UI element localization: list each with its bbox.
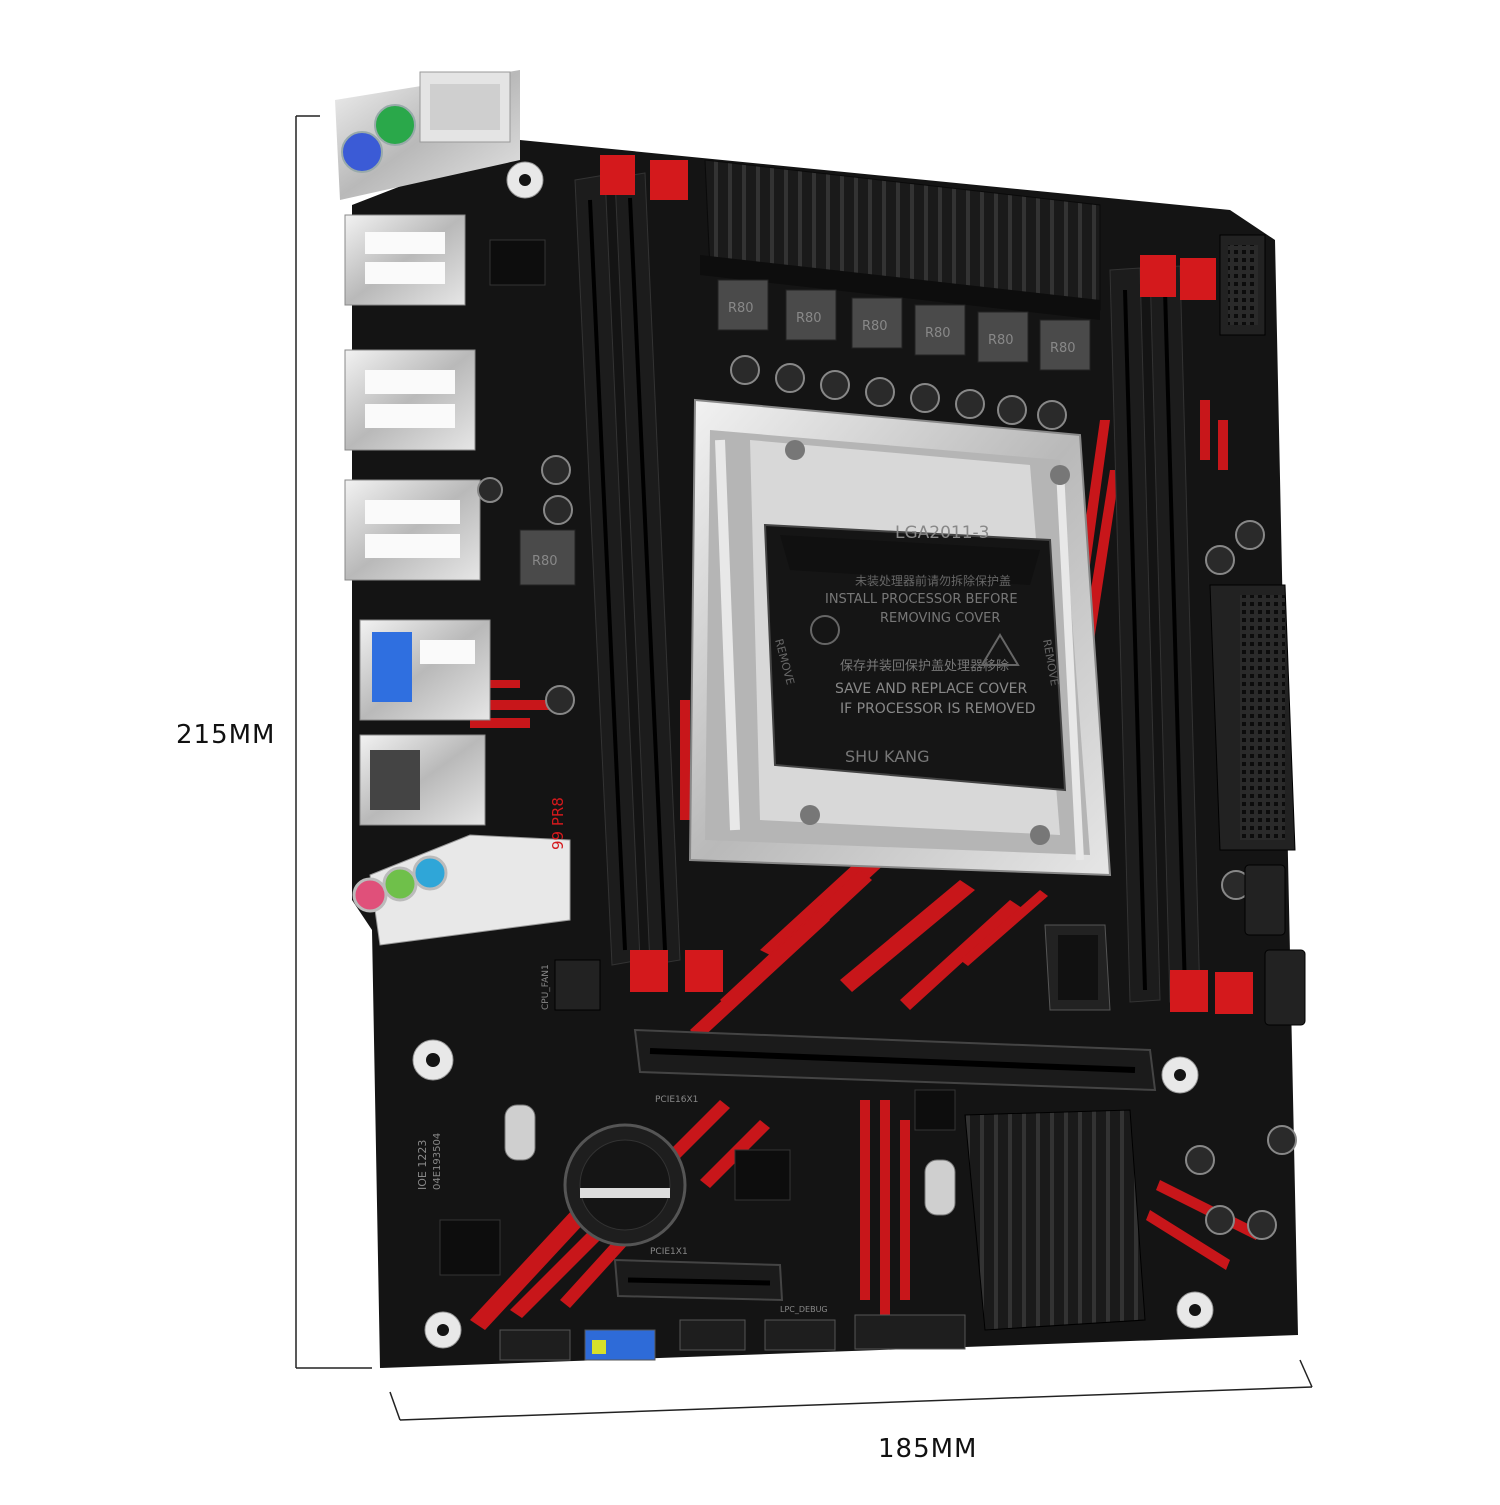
- sata-connectors: [1244, 864, 1306, 1026]
- usb3-port: [359, 619, 491, 721]
- cpu-fan-label: CPU_FAN1: [541, 964, 551, 1010]
- cpu-socket: LGA2011-3 未装处理器前请勿拆除保护盖 INSTALL PROCESSO…: [688, 398, 1112, 877]
- pcie-x16-label: PCIE16X1: [655, 1095, 698, 1105]
- choke: R80: [785, 289, 837, 341]
- choke: R80: [851, 297, 903, 349]
- pcie-x16-slot: PCIE16X1: [633, 1028, 1157, 1105]
- width-dimension-line: [389, 1359, 1313, 1421]
- choke: R80: [1039, 319, 1091, 371]
- socket-notice-cn-1: 未装处理器前请勿拆除保护盖: [855, 573, 1011, 588]
- pcie-x1-slot: PCIE1X1: [613, 1247, 784, 1302]
- socket-notice-cn-2: 保存并装回保护盖处理器移除: [840, 659, 1009, 674]
- bottom-headers: LPC_DEBUG: [499, 1305, 966, 1361]
- choke: R80: [519, 529, 576, 586]
- usb-port-1: [344, 214, 466, 306]
- mounting-hole-centers: [426, 174, 1201, 1336]
- svg-text:R80: R80: [728, 301, 754, 316]
- width-dimension-label: 185MM: [878, 1434, 978, 1464]
- ps2-port-block: [335, 70, 520, 200]
- socket-notice-en-3: SAVE AND REPLACE COVER: [835, 681, 1027, 697]
- serial-number-label: 04E193504: [432, 1133, 443, 1190]
- svg-text:R80: R80: [925, 326, 951, 341]
- board-model-label: 99 PR8: [549, 797, 567, 850]
- ioe-code-label: IOE 1223: [416, 1140, 429, 1190]
- cmos-battery: [563, 1123, 687, 1247]
- atx-power-connector: [1209, 584, 1296, 851]
- svg-text:R80: R80: [862, 319, 888, 334]
- ethernet-port: [359, 734, 486, 826]
- vrm-chokes: R80 R80 R80 R80 R80 R80 R80: [519, 279, 1091, 586]
- cpu-power-connector: [1219, 234, 1266, 336]
- cpu-fan-header: CPU_FAN1: [541, 959, 601, 1011]
- choke: R80: [977, 311, 1029, 363]
- height-dimension-label: 215MM: [176, 720, 276, 750]
- svg-text:R80: R80: [796, 311, 822, 326]
- socket-notice-en-1: INSTALL PROCESSOR BEFORE: [825, 592, 1018, 607]
- no-touch-icon: [810, 615, 840, 645]
- capacitors: [477, 355, 1297, 1240]
- socket-model-label: LGA2011-3: [895, 523, 990, 543]
- svg-text:R80: R80: [532, 554, 558, 569]
- socket-notice-en-2: REMOVING COVER: [880, 611, 1000, 626]
- warning-icon: [980, 633, 1020, 666]
- height-dimension-line: [295, 115, 372, 1369]
- socket-brand-label: SHU KANG: [845, 747, 930, 766]
- svg-text:R80: R80: [1050, 341, 1076, 356]
- m2-slot: [1044, 924, 1111, 1011]
- ic-chips: [439, 239, 956, 1276]
- vrm-heatsink: [700, 159, 1101, 320]
- choke: R80: [914, 304, 966, 356]
- chipset-heatsink: [964, 1109, 1146, 1331]
- lpc-debug-label: LPC_DEBUG: [780, 1305, 828, 1314]
- choke: R80: [717, 279, 769, 331]
- socket-notice-en-4: IF PROCESSOR IS REMOVED: [840, 701, 1036, 717]
- dimm-slots-left: [574, 155, 723, 992]
- usb-port-2: [344, 349, 476, 451]
- dimm-slots-right: [1109, 255, 1253, 1014]
- usb-port-3: [344, 479, 481, 581]
- crystal-oscillators: [504, 1104, 956, 1216]
- svg-text:R80: R80: [988, 333, 1014, 348]
- audio-jack-block: [352, 834, 571, 946]
- pcie-x1-label: PCIE1X1: [650, 1247, 688, 1257]
